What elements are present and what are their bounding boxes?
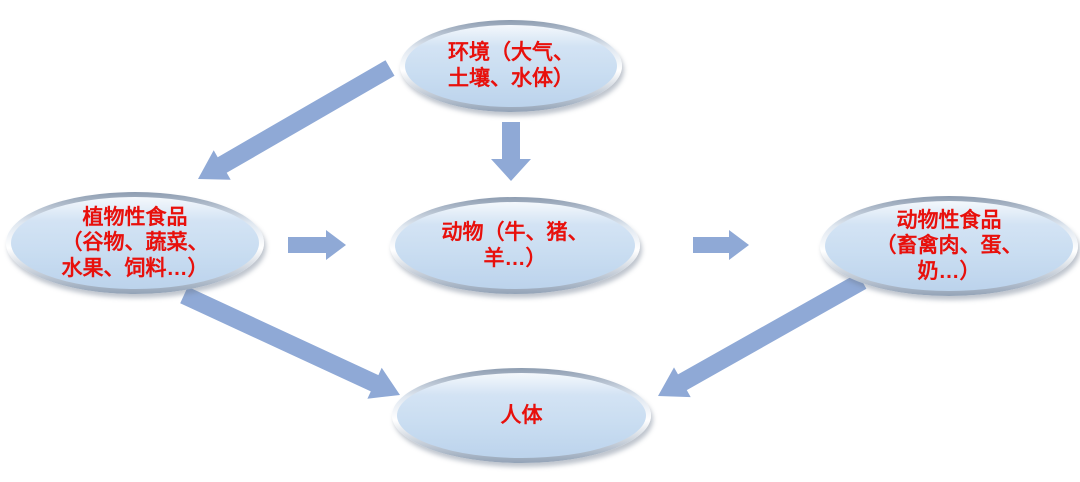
arrow-animal_food-to-human [658,273,867,398]
node-human-label: 人体 [500,403,543,427]
node-plant-food-body: 植物性食品 （谷物、蔬菜、 水果、饲料…） [11,197,259,289]
arrow-environment-to-plant_food [198,60,395,180]
node-plant-food-label: 植物性食品 （谷物、蔬菜、 水果、饲料…） [61,205,209,280]
node-animal-food-body: 动物性食品 （畜禽肉、蛋、 奶…） [825,201,1073,291]
node-environment: 环境（大气、 土壤、水体） [400,20,622,112]
arrow-environment-to-animal [491,122,531,181]
node-animal-food: 动物性食品 （畜禽肉、蛋、 奶…） [820,196,1078,296]
node-animal: 动物（牛、猪、 羊…） [390,197,640,294]
arrow-plant_food-to-animal [288,230,346,260]
node-animal-food-label: 动物性食品 （畜禽肉、蛋、 奶…） [875,208,1023,283]
node-human: 人体 [392,368,651,463]
arrow-animal-to-animal_food [693,230,749,260]
node-animal-body: 动物（牛、猪、 羊…） [395,202,635,289]
arrow-plant_food-to-human [180,286,400,399]
node-environment-label: 环境（大气、 土壤、水体） [448,41,574,90]
node-environment-body: 环境（大气、 土壤、水体） [405,25,617,107]
node-human-body: 人体 [397,373,646,458]
node-plant-food: 植物性食品 （谷物、蔬菜、 水果、饲料…） [6,192,264,294]
node-animal-label: 动物（牛、猪、 羊…） [441,220,589,270]
